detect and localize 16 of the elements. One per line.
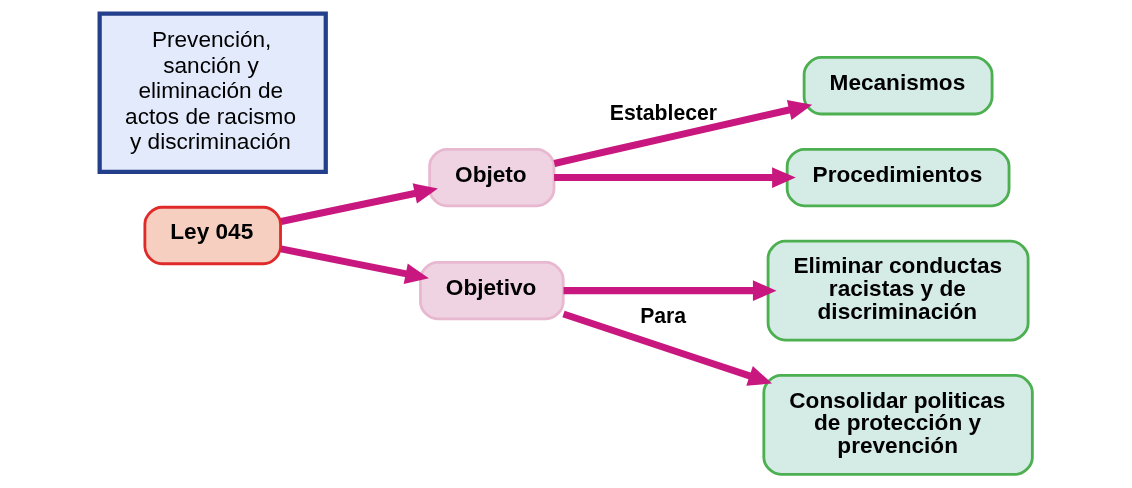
node-box: Consolidar politicas de protección y prevención	[762, 374, 1034, 476]
arrow	[553, 99, 813, 167]
arrow	[280, 183, 438, 225]
node-box: Objetivo	[419, 260, 565, 321]
node-box: Prevención, sanción y eliminación de actos de racismo y discriminación	[97, 11, 328, 175]
node-box: Objeto	[428, 147, 556, 208]
node-box: Mecanismos	[802, 56, 994, 116]
arrow	[563, 280, 777, 301]
node-box: Procedimientos	[785, 147, 1011, 208]
edge-label: Establecer	[609, 100, 717, 124]
node-box: Ley 045	[143, 205, 282, 266]
arrow	[554, 167, 796, 188]
node-box: Eliminar conductas racistas y de discriminación	[766, 239, 1030, 342]
arrow	[562, 310, 773, 386]
edge-label: Para	[640, 304, 687, 328]
arrow	[280, 245, 429, 284]
